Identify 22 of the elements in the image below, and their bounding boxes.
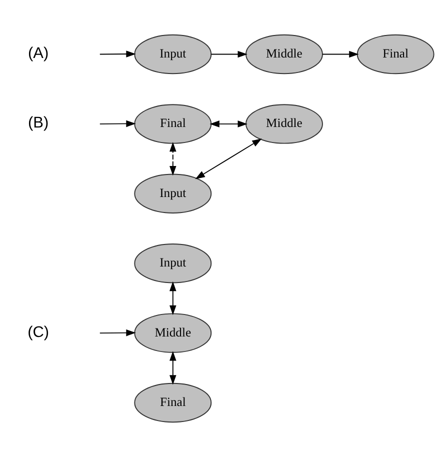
node-ellipse: Final	[356, 34, 434, 74]
node-ellipse: Input	[134, 244, 212, 284]
node-ellipse: Middle	[134, 313, 212, 353]
node-ellipse: Final	[134, 104, 212, 144]
node-ellipse: Input	[134, 34, 212, 74]
arrow	[322, 50, 359, 58]
arrow	[170, 142, 176, 176]
node-ellipse: Final	[134, 382, 212, 423]
arrow	[170, 351, 176, 385]
node-ellipse: Middle	[246, 104, 323, 144]
node-ellipse: Middle	[246, 34, 323, 74]
label: (A)	[28, 44, 49, 62]
node-ellipse: Input	[134, 174, 212, 214]
arrow	[195, 138, 262, 180]
label: (C)	[28, 324, 50, 341]
arrow	[210, 50, 248, 58]
arrow	[170, 281, 176, 316]
arrow	[99, 120, 136, 128]
label: (B)	[28, 114, 49, 132]
arrow	[99, 329, 136, 336]
arrow	[99, 50, 136, 58]
arrow	[210, 120, 248, 128]
